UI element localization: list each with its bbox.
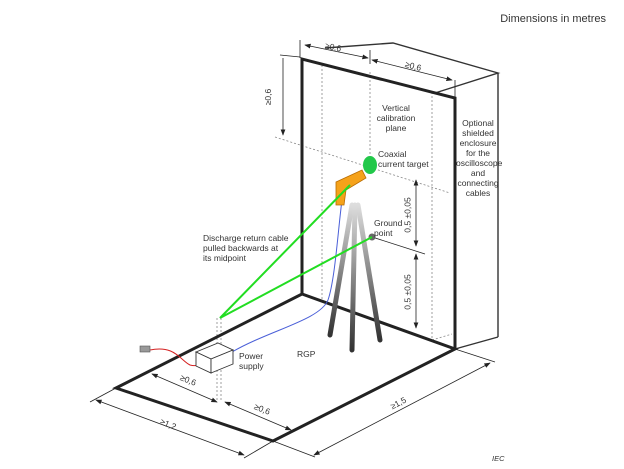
label-line: calibration bbox=[376, 113, 416, 123]
label-line: current target bbox=[378, 159, 429, 169]
power-supply-label: Power supply bbox=[239, 351, 264, 371]
label-line: connecting bbox=[457, 178, 499, 188]
rgp-label: RGP bbox=[297, 349, 316, 359]
label-line: plane bbox=[385, 123, 407, 133]
label-line: its midpoint bbox=[203, 253, 246, 263]
label-line: supply bbox=[239, 361, 264, 371]
label-line: and bbox=[470, 168, 486, 178]
label-line: Ground bbox=[374, 218, 403, 228]
label-line: Optional bbox=[462, 118, 494, 128]
ground-point-label: Ground point bbox=[374, 218, 402, 238]
dim-vertical-top: ≥0,6 bbox=[263, 88, 274, 106]
label-line: shielded bbox=[462, 128, 494, 138]
coaxial-target-label: Coaxial current target bbox=[378, 149, 429, 169]
coaxial-target-icon bbox=[363, 156, 377, 174]
dimension-lines bbox=[89, 40, 496, 459]
label-line: Discharge return cable bbox=[203, 233, 289, 243]
dim-height-lower: 0,5 ±0,05 bbox=[402, 274, 413, 310]
tripod bbox=[327, 202, 383, 353]
header-title: Dimensions in metres bbox=[500, 13, 606, 25]
discharge-cable-label: Discharge return cable pulled backwards … bbox=[203, 233, 289, 263]
esd-gun bbox=[335, 156, 377, 206]
label-line: oscilloscope bbox=[456, 158, 503, 168]
label-line: point bbox=[374, 228, 393, 238]
label-line: enclosure bbox=[459, 138, 497, 148]
label-line: pulled backwards at bbox=[203, 243, 279, 253]
plug-icon bbox=[139, 345, 151, 353]
iec-credit: IEC bbox=[492, 454, 505, 463]
label-line: cables bbox=[465, 188, 491, 198]
discharge-return-cable bbox=[219, 184, 373, 319]
dim-height-upper: 0,5 ±0,05 bbox=[402, 197, 413, 233]
label-line: Power bbox=[239, 351, 264, 361]
label-line: Coaxial bbox=[378, 149, 407, 159]
power-supply-box bbox=[194, 342, 235, 374]
label-line: Vertical bbox=[382, 103, 410, 113]
vertical-plane-label: Vertical calibration plane bbox=[366, 103, 426, 133]
signal-cable bbox=[231, 199, 343, 353]
enclosure-label: Optional shielded enclosure for the osci… bbox=[456, 118, 503, 198]
label-line: for the bbox=[465, 148, 491, 158]
